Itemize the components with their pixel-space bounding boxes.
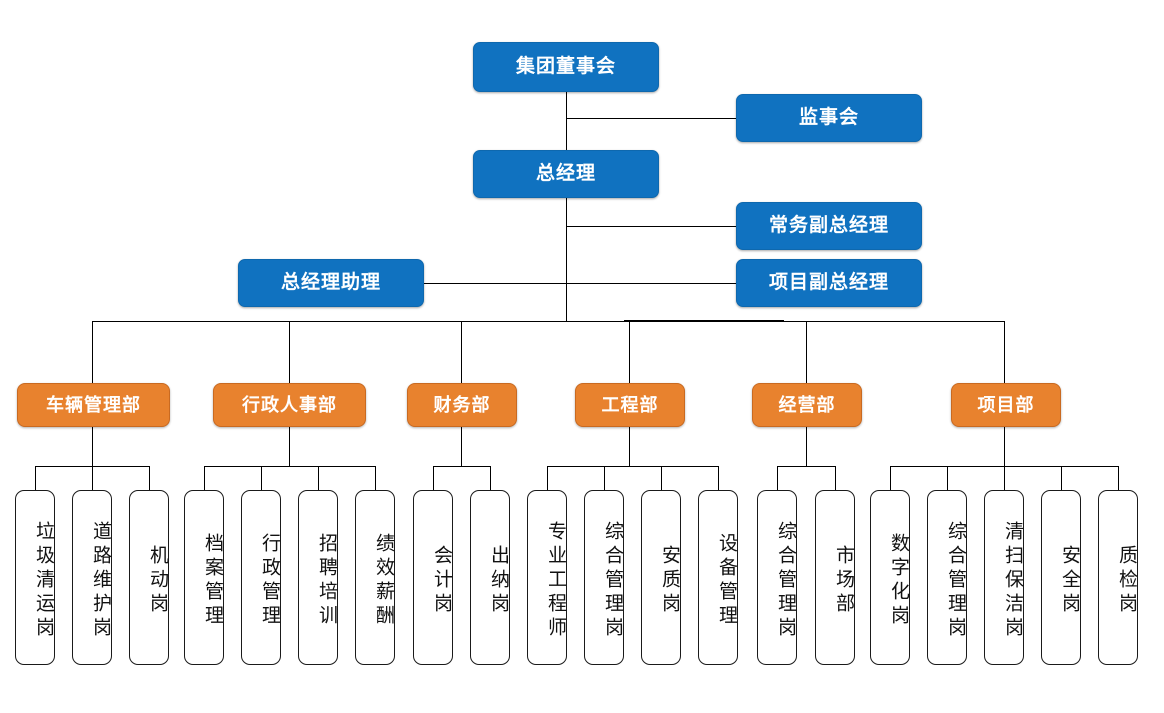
node-supervisory-board[interactable]: 监事会 <box>736 94 922 142</box>
node-board[interactable]: 集团董事会 <box>473 42 659 92</box>
connector-admin-hr-leaf-3 <box>375 466 376 490</box>
node-project-deputy-gm[interactable]: 项目副总经理 <box>736 259 922 307</box>
connector-bus-to-vehicle-management <box>92 321 93 383</box>
connector-bus-to-engineering <box>629 321 630 383</box>
connector-project-leaf-3 <box>1061 466 1062 490</box>
node-position-project-3[interactable]: 安全岗 <box>1041 490 1081 665</box>
connector-project-leaf-1 <box>947 466 948 490</box>
connector-gm-trunk <box>566 198 567 322</box>
connector-gm-to-exec-deputy <box>566 226 736 227</box>
node-position-admin-hr-0[interactable]: 档案管理 <box>184 490 224 665</box>
connector-admin-hr-leaf-1 <box>261 466 262 490</box>
connector-bus-to-project <box>1004 321 1005 383</box>
connector-bus-to-finance <box>461 321 462 383</box>
connector-admin-hr-stem <box>289 427 290 466</box>
connector-operations-leaf-0 <box>777 466 778 490</box>
connector-engineering-leaf-3 <box>718 466 719 490</box>
node-department-finance[interactable]: 财务部 <box>407 383 517 427</box>
node-gm-assistant[interactable]: 总经理助理 <box>238 259 424 307</box>
connector-finance-leaf-1 <box>490 466 491 490</box>
connector-vehicle-management-stem <box>92 427 93 466</box>
node-position-engineering-1[interactable]: 综合管理岗 <box>584 490 624 665</box>
node-position-operations-0[interactable]: 综合管理岗 <box>757 490 797 665</box>
node-department-vehicle-management[interactable]: 车辆管理部 <box>17 383 170 427</box>
connector-project-leaf-2 <box>1004 466 1005 490</box>
node-position-project-2[interactable]: 清扫保洁岗 <box>984 490 1024 665</box>
connector-admin-hr-leaf-0 <box>204 466 205 490</box>
node-department-project[interactable]: 项目部 <box>951 383 1061 427</box>
connector-engineering-leaf-2 <box>661 466 662 490</box>
node-position-vehicle-2[interactable]: 机动岗 <box>129 490 169 665</box>
connector-gm-to-assistant <box>424 283 566 284</box>
connector-operations-stem <box>806 427 807 466</box>
node-department-engineering[interactable]: 工程部 <box>575 383 685 427</box>
node-position-project-0[interactable]: 数字化岗 <box>870 490 910 665</box>
connector-operations-bus <box>777 466 835 467</box>
node-position-finance-0[interactable]: 会计岗 <box>413 490 453 665</box>
department-bus <box>92 321 1004 322</box>
node-general-manager[interactable]: 总经理 <box>473 150 659 198</box>
node-department-admin-hr[interactable]: 行政人事部 <box>213 383 366 427</box>
connector-engineering-stem <box>629 427 630 466</box>
department-bus-center <box>624 320 784 322</box>
connector-board-to-gm <box>566 92 567 152</box>
node-position-project-1[interactable]: 综合管理岗 <box>927 490 967 665</box>
node-exec-deputy-gm[interactable]: 常务副总经理 <box>736 202 922 250</box>
connector-engineering-leaf-0 <box>547 466 548 490</box>
connector-board-to-supervisory <box>566 118 736 119</box>
connector-finance-leaf-0 <box>433 466 434 490</box>
node-position-project-4[interactable]: 质检岗 <box>1098 490 1138 665</box>
node-position-vehicle-0[interactable]: 垃圾清运岗 <box>15 490 55 665</box>
connector-engineering-leaf-1 <box>604 466 605 490</box>
connector-project-leaf-4 <box>1118 466 1119 490</box>
connector-admin-hr-leaf-2 <box>318 466 319 490</box>
connector-vehicle-leaf-1 <box>92 466 93 490</box>
node-position-vehicle-1[interactable]: 道路维护岗 <box>72 490 112 665</box>
node-department-operations[interactable]: 经营部 <box>752 383 862 427</box>
node-position-engineering-3[interactable]: 设备管理 <box>698 490 738 665</box>
connector-bus-to-operations <box>806 321 807 383</box>
connector-operations-leaf-1 <box>835 466 836 490</box>
node-position-engineering-0[interactable]: 专业工程师 <box>527 490 567 665</box>
connector-finance-bus <box>433 466 490 467</box>
node-position-finance-1[interactable]: 出纳岗 <box>470 490 510 665</box>
node-position-operations-1[interactable]: 市场部 <box>815 490 855 665</box>
connector-gm-to-project-deputy <box>566 283 736 284</box>
connector-engineering-bus <box>547 466 718 467</box>
connector-vehicle-leaf-0 <box>35 466 36 490</box>
node-position-admin-hr-3[interactable]: 绩效薪酬 <box>355 490 395 665</box>
connector-finance-stem <box>461 427 462 466</box>
connector-vehicle-leaf-2 <box>149 466 150 490</box>
connector-project-stem <box>1004 427 1005 466</box>
connector-admin-hr-bus <box>204 466 375 467</box>
node-position-engineering-2[interactable]: 安质岗 <box>641 490 681 665</box>
node-position-admin-hr-1[interactable]: 行政管理 <box>241 490 281 665</box>
connector-bus-to-admin-hr <box>289 321 290 383</box>
connector-project-leaf-0 <box>890 466 891 490</box>
node-position-admin-hr-2[interactable]: 招聘培训 <box>298 490 338 665</box>
